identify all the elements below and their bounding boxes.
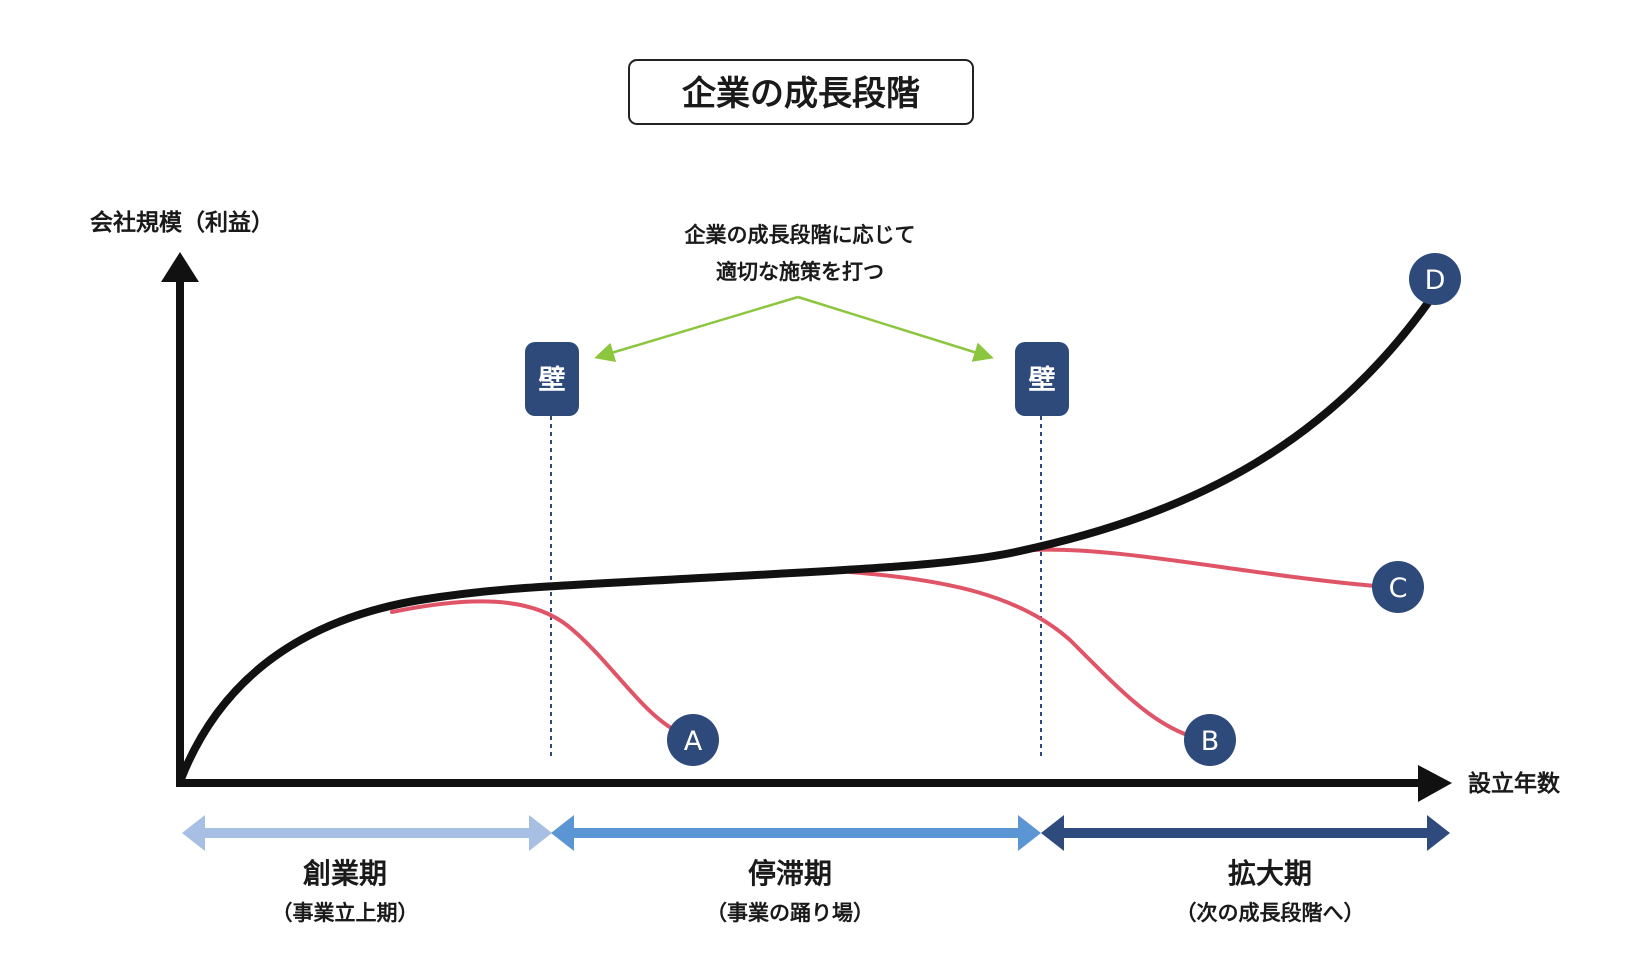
decline-curve-c — [1028, 547, 1377, 588]
y-axis-arrowhead — [161, 252, 199, 282]
axes — [161, 252, 1452, 802]
wall-badge-1: 壁 — [525, 342, 579, 416]
phase-stagnation-sub: （事業の踊り場） — [706, 901, 874, 925]
annotation-arrow-left — [594, 295, 799, 362]
outcome-d-marker: D — [1409, 253, 1461, 305]
wall-badge-2: 壁 — [1015, 342, 1069, 416]
outcome-a-label: A — [684, 726, 703, 757]
phase-arrow-expansion — [1041, 815, 1450, 851]
outcome-b-marker: B — [1184, 714, 1236, 766]
phase-expansion-name: 拡大期 — [1228, 857, 1312, 890]
page-title: 企業の成長段階 — [682, 74, 920, 114]
phase-arrow-founding — [182, 815, 552, 851]
annotation-line-1: 企業の成長段階に応じて — [684, 223, 916, 247]
phase-expansion-sub: （次の成長段階へ） — [1176, 901, 1365, 925]
y-axis-label: 会社規模（利益） — [90, 209, 274, 236]
phase-arrow-stagnation — [551, 815, 1041, 851]
phase-founding-name: 創業期 — [303, 857, 387, 890]
x-axis-arrowhead — [1418, 765, 1452, 802]
main-growth-curve — [177, 296, 1434, 783]
decline-curve-a — [390, 599, 680, 734]
outcome-c-marker: C — [1372, 561, 1424, 613]
annotation-line-2: 適切な施策を打つ — [716, 260, 884, 284]
outcome-d-label: D — [1425, 265, 1446, 296]
outcome-b-label: B — [1201, 726, 1220, 757]
annotation-arrow-right — [797, 295, 994, 362]
title-box: 企業の成長段階 — [628, 59, 974, 125]
x-axis-label: 設立年数 — [1468, 770, 1561, 797]
phase-founding-sub: （事業立上期） — [272, 901, 419, 925]
wall-badge-1-label: 壁 — [539, 365, 566, 396]
decline-curve-b — [848, 570, 1192, 738]
outcome-c-label: C — [1389, 573, 1408, 604]
annotation: 企業の成長段階に応じて 適切な施策を打つ — [594, 223, 994, 362]
outcome-a-marker: A — [667, 714, 719, 766]
wall-badge-2-label: 壁 — [1029, 365, 1056, 396]
phase-stagnation-name: 停滞期 — [748, 857, 832, 890]
